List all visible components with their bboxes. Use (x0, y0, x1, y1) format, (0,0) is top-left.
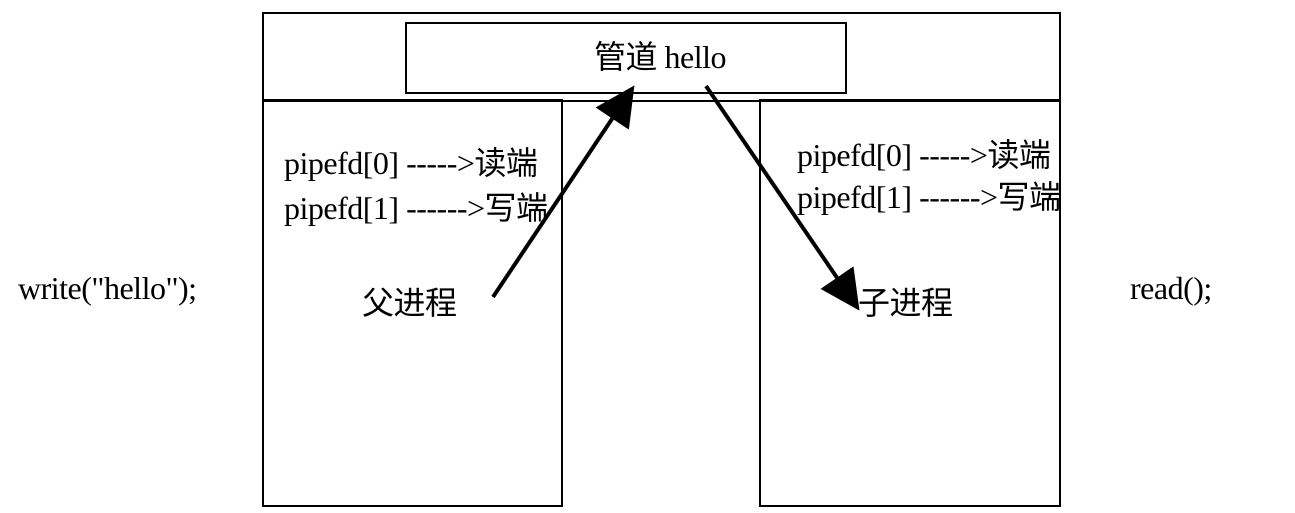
write-call-label: write("hello"); (18, 270, 197, 306)
child-process-label: 子进程 (858, 285, 953, 321)
parent-process-box (262, 99, 563, 507)
parent-process-label: 父进程 (362, 285, 457, 321)
pipe-region (262, 12, 1061, 102)
parent-pipefd-0: pipefd[0] ----->读端 (284, 145, 538, 181)
pipe-label: 管道 hello (594, 39, 727, 75)
child-pipefd-0: pipefd[0] ----->读端 (797, 137, 1051, 173)
child-pipefd-1: pipefd[1] ------>写端 (797, 179, 1061, 215)
read-call-label: read(); (1130, 270, 1212, 306)
parent-pipefd-1: pipefd[1] ------>写端 (284, 190, 548, 226)
